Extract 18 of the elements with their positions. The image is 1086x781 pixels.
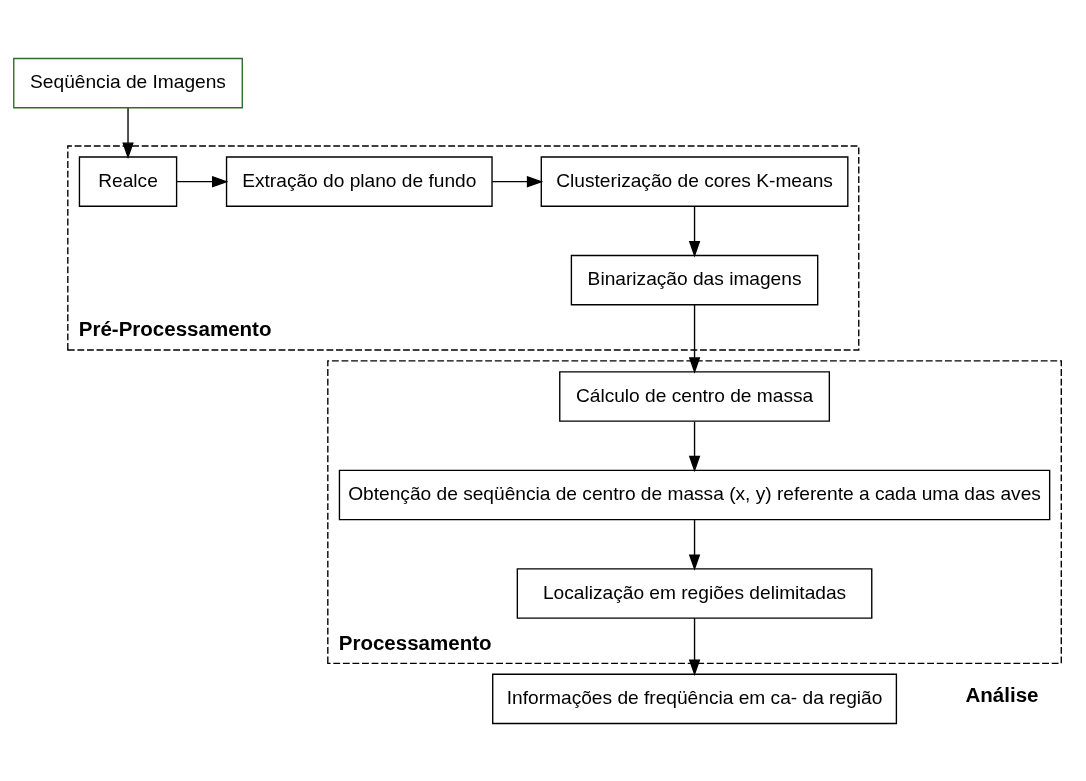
node-box: Informações de freqüência em ca- da região (492, 673, 898, 724)
arrow (176, 175, 229, 187)
label: Análise (965, 682, 1039, 706)
node-box: Extração do plano de fundo (225, 155, 493, 207)
node-box: Cálculo de centro de massa (559, 370, 831, 422)
arrow (491, 175, 544, 187)
arrow (688, 617, 701, 676)
node-box: Localização em regiões delimitadas (516, 567, 873, 619)
arrow (688, 518, 701, 571)
arrow (688, 205, 701, 257)
arrow (122, 106, 134, 159)
arrow (688, 303, 701, 374)
node-box: Clusterização de cores K-means (540, 155, 849, 207)
node-box: Seqüência de Imagens (13, 57, 243, 108)
arrow (688, 420, 701, 472)
node-box: Obtenção de seqüência de centro de massa (x, y) referente a cada uma das aves (338, 469, 1051, 520)
node-box: Binarização das imagens (570, 254, 819, 305)
node-box: Realce (78, 155, 178, 207)
